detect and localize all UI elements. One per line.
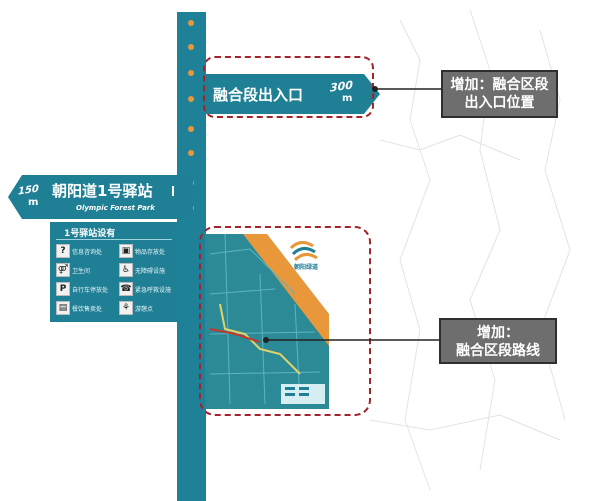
facility-icon: ▣ (119, 244, 133, 258)
top-sign-name: 融合段出入口 (213, 86, 304, 104)
pole-rivet (188, 150, 194, 156)
main-sign-name-en: Olympic Forest Park (76, 204, 155, 212)
facility-label: 游憩点 (135, 306, 154, 313)
sign-pole (177, 12, 206, 501)
facility-icon: ♿ (119, 263, 133, 277)
facility-icon: ? (56, 244, 70, 258)
top-sign-distance-block: 300 m (330, 78, 360, 108)
route-callout-text: 增加： 融合区段路线 (456, 325, 540, 359)
facility-icon: ☎ (119, 282, 133, 296)
facility-icon: ⚘ (119, 301, 133, 315)
pole-rivet (188, 96, 194, 102)
entrance-callout-text: 增加：融合区段 出入口位置 (450, 77, 549, 111)
facilities-title: 1号驿站设有 (64, 229, 116, 239)
facility-icon: P (56, 282, 70, 296)
pole-rivet (188, 20, 194, 26)
top-direction-sign (204, 74, 380, 114)
facility-label: 自行车停放处 (72, 287, 109, 294)
facilities-panel: 1号驿站设有 (50, 222, 178, 322)
top-sign-unit: m (342, 93, 353, 104)
main-sign-distance-block: 150 m (18, 183, 44, 215)
main-sign-unit: m (28, 197, 39, 208)
main-direction-sign (8, 175, 193, 219)
facility-label: 信息咨询处 (72, 249, 103, 256)
facility-icon: ⚤ (56, 263, 70, 277)
route-highlight-box (199, 226, 371, 416)
pole-rivet (188, 44, 194, 50)
main-sign-bar (172, 186, 174, 196)
facility-icon: ▤ (56, 301, 70, 315)
pole-rivet (188, 70, 194, 76)
map-logo-text: 朝阳绿道 (294, 264, 319, 271)
route-callout: 增加： 融合区段路线 (439, 318, 557, 364)
facility-label: 物品存放处 (135, 249, 166, 256)
facility-label: 卫生间 (72, 268, 91, 275)
facilities-divider (56, 239, 172, 240)
facility-label: 紧急呼救设施 (135, 287, 172, 294)
entrance-callout: 增加：融合区段 出入口位置 (441, 70, 558, 118)
route-map (209, 234, 329, 405)
facility-label: 餐饮售卖处 (72, 306, 103, 313)
pole-rivet (188, 126, 194, 132)
main-sign-distance: 150 (18, 183, 39, 198)
facility-label: 无障碍设施 (135, 268, 166, 275)
entrance-highlight-box (203, 56, 374, 118)
main-sign-name: 朝阳道1号驿站 (52, 182, 153, 200)
